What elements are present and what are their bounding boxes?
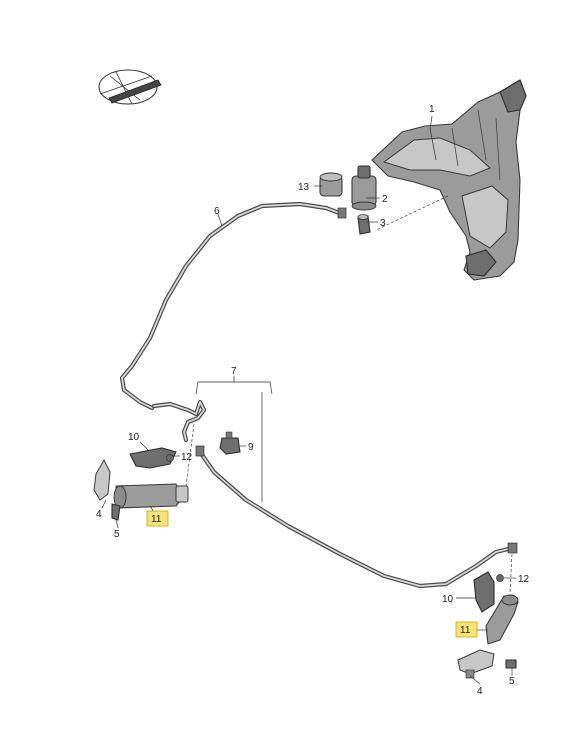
callout-4-right: 4	[477, 686, 483, 697]
left-screw-part-12	[166, 454, 174, 462]
right-screw-part-5	[505, 659, 517, 669]
part-11-highlight-left	[146, 510, 169, 527]
left-bracket-part-10	[129, 447, 177, 469]
callout-9: 9	[248, 442, 254, 453]
callout-2: 2	[382, 194, 388, 205]
callout-12-right: 12	[518, 574, 530, 585]
left-nozzle-cap-part-4	[93, 458, 111, 501]
right-bracket-part-10	[473, 571, 495, 613]
callout-11-right: 11	[460, 625, 471, 636]
hose-branch-part-7-left	[151, 399, 207, 443]
grommet-part-13	[319, 172, 343, 197]
left-nozzle-cylinder-part-11	[113, 483, 189, 509]
callout-4-left: 4	[96, 509, 102, 520]
right-nozzle-cap-part-4	[457, 649, 495, 679]
callout-5-right: 5	[509, 676, 515, 687]
washer-pump-part-2	[351, 165, 377, 211]
callout-3: 3	[380, 218, 386, 229]
right-screw-part-12	[496, 574, 504, 582]
callout-10-right: 10	[442, 594, 454, 605]
washer-reservoir-part-1	[371, 79, 527, 281]
leader-lines	[101, 115, 516, 685]
callout-13: 13	[298, 182, 310, 193]
left-screw-part-5	[111, 503, 121, 521]
hose-part-6	[119, 201, 347, 411]
callout-11-left: 11	[151, 514, 162, 525]
callout-5-left: 5	[114, 529, 120, 540]
connector-part-3	[357, 214, 371, 235]
bracket-callout-7	[195, 376, 273, 502]
callout-12-left: 12	[181, 452, 193, 463]
hose-branch-part-7-right	[195, 445, 518, 589]
callout-6: 6	[214, 206, 220, 217]
callout-10-left: 10	[128, 432, 140, 443]
vehicle-orientation-icon	[98, 69, 162, 105]
callout-1: 1	[429, 104, 435, 115]
callout-7: 7	[231, 366, 237, 377]
right-nozzle-cylinder-part-11	[485, 594, 519, 645]
part-11-highlight-right	[455, 621, 478, 638]
clip-part-9	[219, 431, 241, 455]
